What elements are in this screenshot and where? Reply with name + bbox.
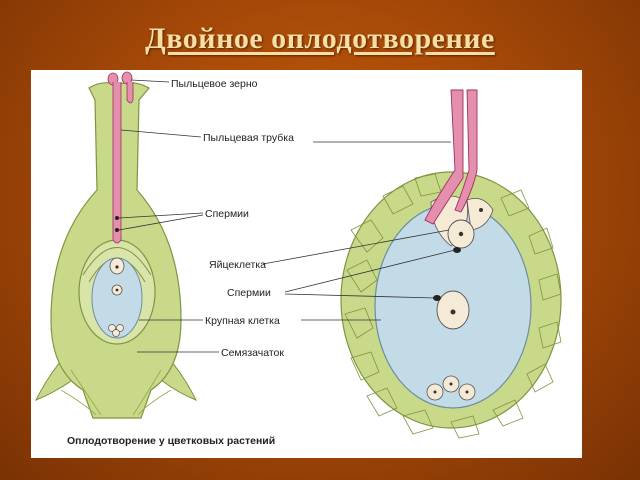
left-leader-lines	[118, 79, 219, 353]
label-ovule: Семязачаток	[221, 347, 284, 359]
label-central-cell: Крупная клетка	[205, 315, 280, 327]
pollen-tube-left	[112, 82, 122, 244]
label-sperm-left: Спермии	[205, 208, 249, 220]
diagram-panel: Пыльцевое зерно Пыльцевая трубка Спермии…	[31, 70, 582, 458]
label-egg-cell: Яйцеклетка	[209, 259, 266, 271]
embryo-sac-detail	[340, 89, 562, 439]
label-pollen-tube: Пыльцевая трубка	[203, 132, 294, 144]
pistil-illustration	[34, 71, 198, 419]
label-pollen-grain: Пыльцевое зерно	[171, 78, 258, 90]
right-leader-lines	[262, 141, 456, 321]
slide-title: Двойное оплодотворение	[145, 22, 495, 55]
double-fertilization-diagram: Пыльцевое зерно Пыльцевая трубка Спермии…	[34, 71, 562, 447]
pollen-tube-right	[424, 89, 464, 225]
diagram-caption: Оплодотворение у цветковых растений	[67, 435, 275, 447]
label-sperm-right: Спермии	[227, 287, 271, 299]
